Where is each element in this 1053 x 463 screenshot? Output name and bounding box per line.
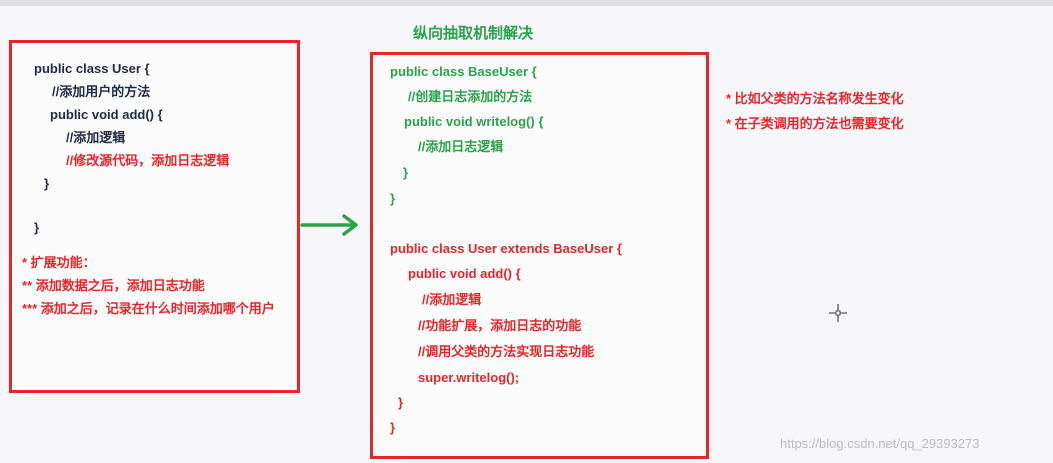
right-code-line: public void add() { (408, 266, 521, 281)
diagram-title: 纵向抽取机制解决 (413, 25, 534, 42)
right-code-line: } (390, 191, 396, 206)
right-code-line: super.writelog(); (418, 370, 520, 385)
right-code-line: //创建日志添加的方法 (408, 89, 533, 104)
right-arrow-icon (300, 214, 358, 236)
right-code-line: } (390, 420, 396, 435)
left-code-line: //添加用户的方法 (52, 84, 151, 99)
side-note: * 比如父类的方法名称发生变化 (726, 91, 904, 106)
left-code-line: } (44, 176, 50, 191)
left-code-line: //添加逻辑 (66, 130, 126, 145)
right-code-line: //添加日志逻辑 (418, 139, 504, 154)
watermark: https://blog.csdn.net/qq_29393273 (780, 436, 980, 451)
left-code-line: } (34, 220, 40, 235)
right-code-line: //功能扩展，添加日志的功能 (418, 318, 582, 333)
right-code-line: //调用父类的方法实现日志功能 (418, 344, 595, 359)
left-code-line: public void add() { (50, 107, 163, 122)
left-code-box (9, 40, 300, 393)
left-code-line: public class User { (34, 61, 150, 76)
left-code-line: //修改源代码，添加日志逻辑 (66, 153, 230, 168)
top-bar (0, 0, 1053, 6)
right-code-line: public void writelog() { (404, 114, 544, 129)
left-note: *** 添加之后，记录在什么时间添加哪个用户 (22, 301, 275, 316)
crosshair-cursor-icon (829, 304, 847, 322)
left-note: ** 添加数据之后，添加日志功能 (22, 278, 205, 293)
right-code-line: } (403, 165, 409, 180)
left-note: * 扩展功能： (22, 255, 96, 270)
side-note: * 在子类调用的方法也需要变化 (726, 116, 904, 131)
right-code-line: public class User extends BaseUser { (390, 241, 622, 256)
right-code-line: } (398, 395, 404, 410)
right-code-line: public class BaseUser { (390, 64, 537, 79)
right-code-line: //添加逻辑 (422, 292, 482, 307)
right-code-box (370, 52, 709, 459)
